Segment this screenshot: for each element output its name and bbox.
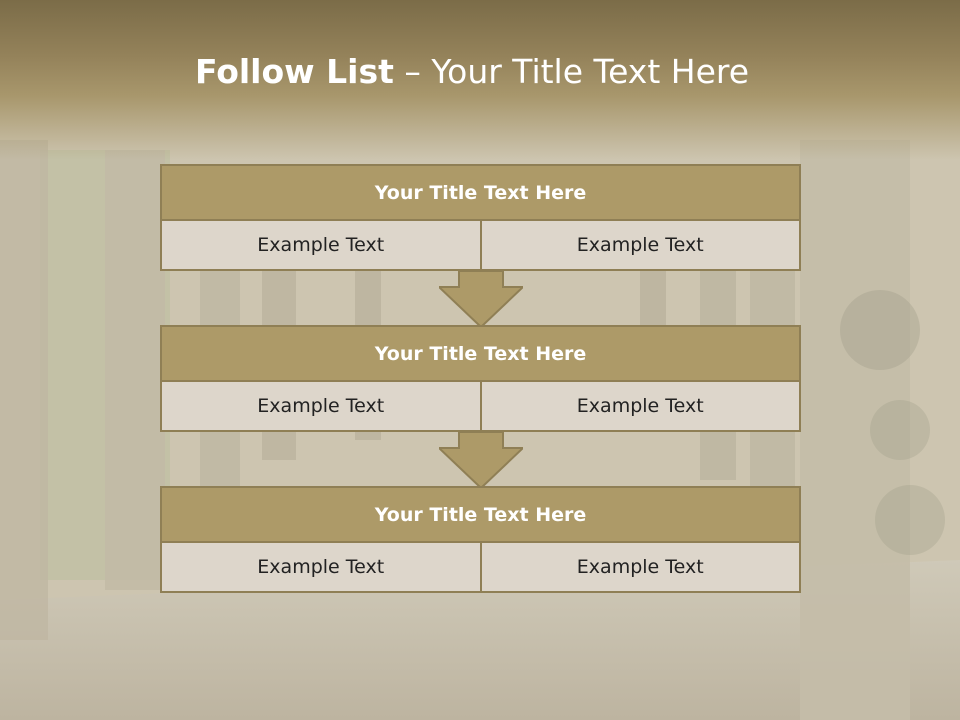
down-arrow-icon: [439, 271, 523, 327]
block-cell-left: Example Text: [160, 382, 482, 432]
block-cell-right: Example Text: [481, 221, 801, 271]
block-cell-right: Example Text: [481, 543, 801, 593]
block-cell-left: Example Text: [160, 221, 482, 271]
block-row: Example Text Example Text: [160, 382, 801, 432]
header-band: [0, 0, 960, 160]
list-block-3: Your Title Text Here Example Text Exampl…: [160, 486, 801, 593]
slide-title-rest: – Your Title Text Here: [393, 52, 750, 91]
block-cell-right: Example Text: [481, 382, 801, 432]
block-title: Your Title Text Here: [160, 486, 801, 543]
list-block-2: Your Title Text Here Example Text Exampl…: [160, 325, 801, 432]
down-arrow-icon: [439, 432, 523, 488]
block-row: Example Text Example Text: [160, 221, 801, 271]
block-cell-left: Example Text: [160, 543, 482, 593]
slide-title-bold: Follow List: [194, 52, 394, 91]
list-block-1: Your Title Text Here Example Text Exampl…: [160, 164, 801, 271]
block-title: Your Title Text Here: [160, 325, 801, 382]
slide-title: Follow List – Your Title Text Here: [0, 52, 944, 91]
block-row: Example Text Example Text: [160, 543, 801, 593]
block-title: Your Title Text Here: [160, 164, 801, 221]
